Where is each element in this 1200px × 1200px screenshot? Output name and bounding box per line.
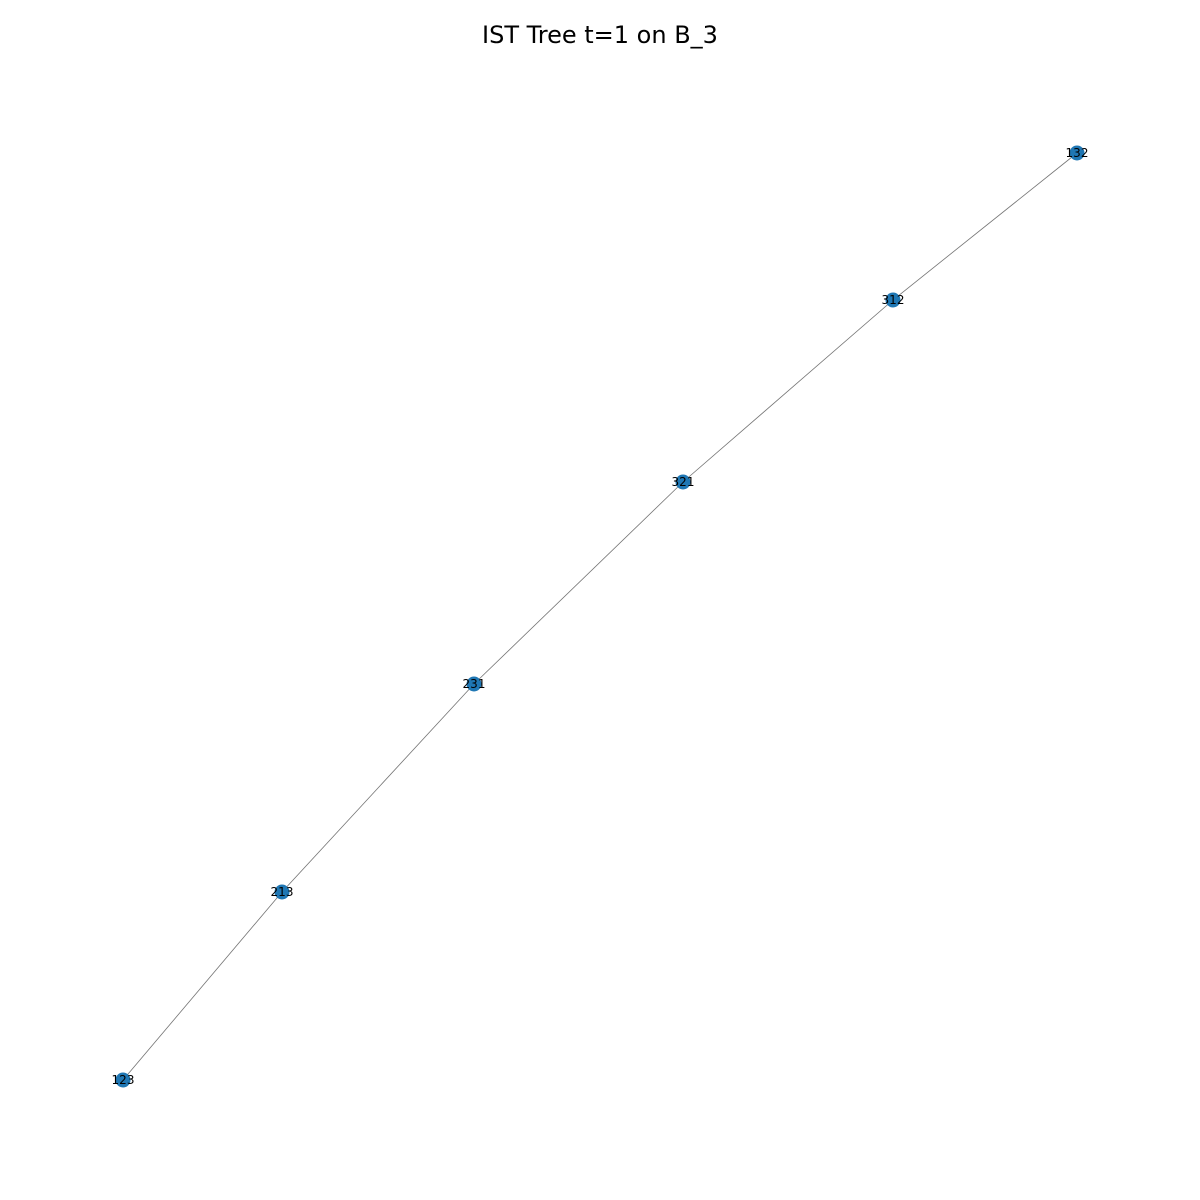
node-marker (675, 474, 691, 490)
edge-321-312 (682, 299, 894, 483)
node-label: 123 (112, 1073, 135, 1087)
node-marker (274, 884, 290, 900)
edge-213-231 (281, 683, 475, 893)
nodes-layer: 123 213 231 321 312 132 (112, 145, 1089, 1088)
node-marker (466, 676, 482, 692)
node-label: 312 (882, 293, 905, 307)
node-label: 231 (463, 677, 486, 691)
node-312: 312 (882, 292, 905, 308)
node-231: 231 (463, 676, 486, 692)
edge-231-321 (473, 481, 684, 685)
diagram-title: IST Tree t=1 on B_3 (482, 21, 718, 49)
node-132: 132 (1066, 145, 1089, 161)
node-321: 321 (672, 474, 695, 490)
node-213: 213 (271, 884, 294, 900)
node-marker (115, 1072, 131, 1088)
edge-123-213 (122, 891, 283, 1081)
node-marker (1069, 145, 1085, 161)
edge-312-132 (892, 152, 1078, 301)
edges-layer (122, 152, 1078, 1081)
node-123: 123 (112, 1072, 135, 1088)
node-label: 213 (271, 885, 294, 899)
node-label: 132 (1066, 146, 1089, 160)
node-marker (885, 292, 901, 308)
node-label: 321 (672, 475, 695, 489)
